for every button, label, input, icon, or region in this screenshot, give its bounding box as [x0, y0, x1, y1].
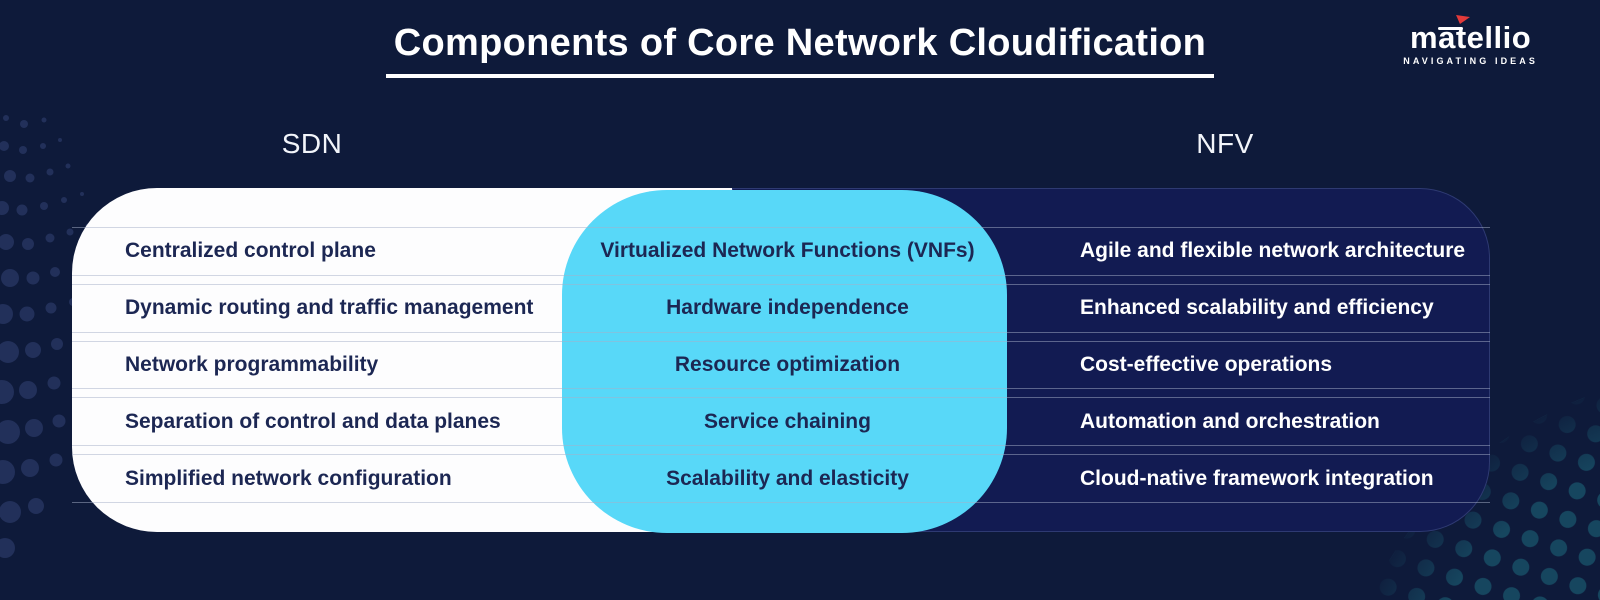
shared-item: Scalability and elasticity: [666, 466, 909, 490]
column-header-sdn: SDN: [281, 128, 343, 159]
sdn-item: Separation of control and data planes: [125, 409, 501, 433]
header-bar: Components of Core Network Cloudificatio…: [0, 0, 1600, 78]
logo-wordmark: matellio: [1410, 15, 1532, 55]
nfv-item: Agile and flexible network architecture: [1080, 239, 1466, 263]
nfv-item: Cloud-native framework integration: [1080, 466, 1434, 490]
shared-item: Resource optimization: [674, 352, 901, 376]
logo-tagline: NAVIGATING IDEAS: [1403, 56, 1538, 66]
row-divider: [72, 331, 1490, 342]
halftone-dots-top-left-decoration: [0, 115, 97, 558]
sdn-item: Dynamic routing and traffic management: [125, 296, 534, 320]
logo-flag-icon: [1456, 15, 1471, 25]
row-divider: [72, 274, 1490, 285]
feature-row: Network programmability Resource optimiz…: [72, 342, 1490, 389]
venn-panel: Centralized control plane Virtualized Ne…: [72, 188, 1490, 533]
row-divider: [72, 388, 1490, 399]
sdn-item: Centralized control plane: [125, 239, 376, 263]
sdn-item: Network programmability: [125, 352, 379, 376]
page-title: Components of Core Network Cloudificatio…: [385, 22, 1215, 78]
logo-t-bar: [1438, 27, 1464, 30]
nfv-item: Automation and orchestration: [1080, 409, 1380, 433]
nfv-item: Cost-effective operations: [1080, 352, 1333, 376]
feature-row: Dynamic routing and traffic management H…: [72, 285, 1490, 332]
column-header-nfv: NFV: [1196, 128, 1254, 159]
logo-brand-text: matellio: [1410, 20, 1532, 55]
feature-row: Centralized control plane Virtualized Ne…: [72, 228, 1490, 275]
sdn-item: Simplified network configuration: [125, 466, 452, 490]
shared-item: Service chaining: [704, 409, 871, 433]
row-divider: [72, 445, 1490, 456]
halftone-sphere-bottom-right-decoration: [1368, 391, 1600, 600]
feature-row: Separation of control and data planes Se…: [72, 398, 1490, 445]
shared-region-shape: [562, 190, 1007, 533]
feature-row: Simplified network configuration Scalabi…: [72, 455, 1490, 502]
shared-item: Hardware independence: [666, 296, 909, 320]
feature-rows: Centralized control plane Virtualized Ne…: [72, 227, 1490, 503]
nfv-item: Enhanced scalability and efficiency: [1080, 296, 1434, 320]
matellio-logo: matellio NAVIGATING IDEAS: [1403, 15, 1538, 66]
shared-item: Virtualized Network Functions (VNFs): [600, 239, 975, 263]
